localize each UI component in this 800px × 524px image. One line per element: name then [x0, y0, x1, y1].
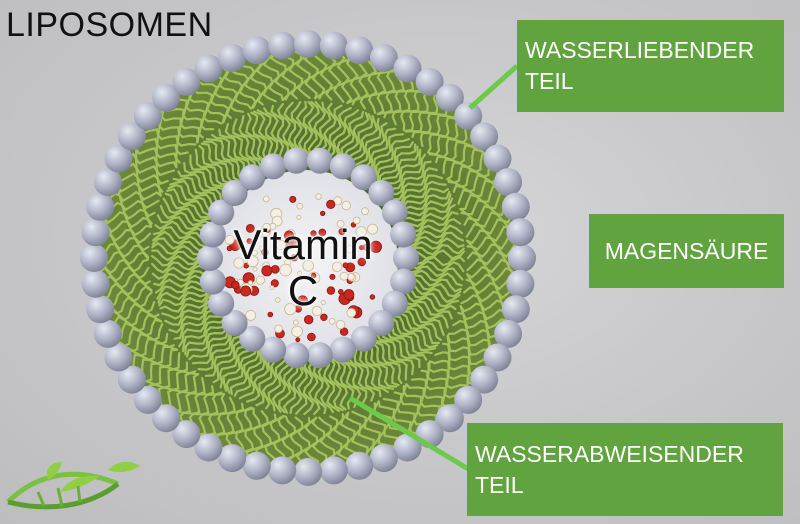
- vitamin-c-label: Vitamin C: [228, 222, 378, 314]
- lipid-head: [200, 269, 226, 295]
- lipid-head: [80, 244, 108, 272]
- lipid-head: [320, 32, 348, 60]
- lipid-head: [268, 32, 296, 60]
- label-stomach-acid-text: MAGENSÄURE: [605, 236, 769, 267]
- dna-leaf-logo: [8, 462, 140, 507]
- lipid-head: [260, 153, 286, 179]
- core-particle: [296, 338, 300, 342]
- core-particle: [297, 215, 301, 219]
- lipid-head: [508, 244, 536, 272]
- core-particle: [342, 201, 351, 210]
- lipid-head: [243, 36, 271, 64]
- core-particle: [297, 203, 303, 209]
- lipid-head: [345, 452, 373, 480]
- lipid-head: [197, 245, 223, 271]
- vitamin-label-line1: Vitamin: [228, 222, 378, 268]
- vitamin-label-line2: C: [228, 268, 378, 314]
- page-title: LIPOSOMEN: [6, 6, 213, 45]
- core-particle: [308, 333, 316, 341]
- core-particle: [275, 325, 283, 333]
- lipid-head: [283, 342, 309, 368]
- lipid-head: [506, 270, 534, 298]
- core-particle: [336, 320, 345, 329]
- lipid-head: [283, 148, 309, 174]
- label-hydrophilic-line1: WASSERLIEBENDER: [525, 35, 776, 66]
- label-hydrophilic-line2: TEIL: [525, 66, 776, 97]
- core-particle: [321, 314, 328, 321]
- lipid-head: [294, 30, 322, 58]
- core-particle: [362, 208, 369, 215]
- lipid-head: [86, 193, 114, 221]
- lipid-head: [94, 320, 122, 348]
- lipid-head: [502, 193, 530, 221]
- core-particle: [290, 196, 296, 202]
- lipid-head: [494, 168, 522, 196]
- lipid-head: [307, 342, 333, 368]
- lipid-head: [294, 458, 322, 486]
- lipid-head: [320, 456, 348, 484]
- lipid-head: [330, 337, 356, 363]
- core-particle: [320, 211, 325, 216]
- label-hydrophobic-part: WASSERABWEISENDER TEIL: [467, 423, 783, 516]
- label-hydrophilic-part: WASSERLIEBENDER TEIL: [517, 20, 784, 112]
- lipid-head: [82, 270, 110, 298]
- lipid-head: [390, 222, 416, 248]
- lipid-head: [307, 148, 333, 174]
- core-particle: [304, 315, 313, 324]
- lipid-head: [502, 295, 530, 323]
- core-particle: [263, 196, 269, 202]
- label-stomach-acid: MAGENSÄURE: [589, 214, 784, 288]
- core-particle: [293, 320, 298, 325]
- lipid-head: [268, 456, 296, 484]
- lipid-head: [506, 218, 534, 246]
- label-hydrophobic-line1: WASSERABWEISENDER: [475, 439, 775, 470]
- leader-line-hydrophilic: [470, 66, 517, 108]
- lipid-head: [218, 44, 246, 72]
- core-particle: [316, 194, 322, 200]
- lipid-head: [86, 295, 114, 323]
- label-hydrophobic-line2: TEIL: [475, 470, 775, 501]
- lipid-head: [82, 218, 110, 246]
- lipid-head: [370, 444, 398, 472]
- lipid-head: [243, 452, 271, 480]
- lipid-head: [393, 245, 419, 271]
- core-particle: [327, 200, 335, 208]
- lipid-head: [345, 36, 373, 64]
- core-particle: [329, 319, 335, 325]
- core-particle: [292, 326, 303, 337]
